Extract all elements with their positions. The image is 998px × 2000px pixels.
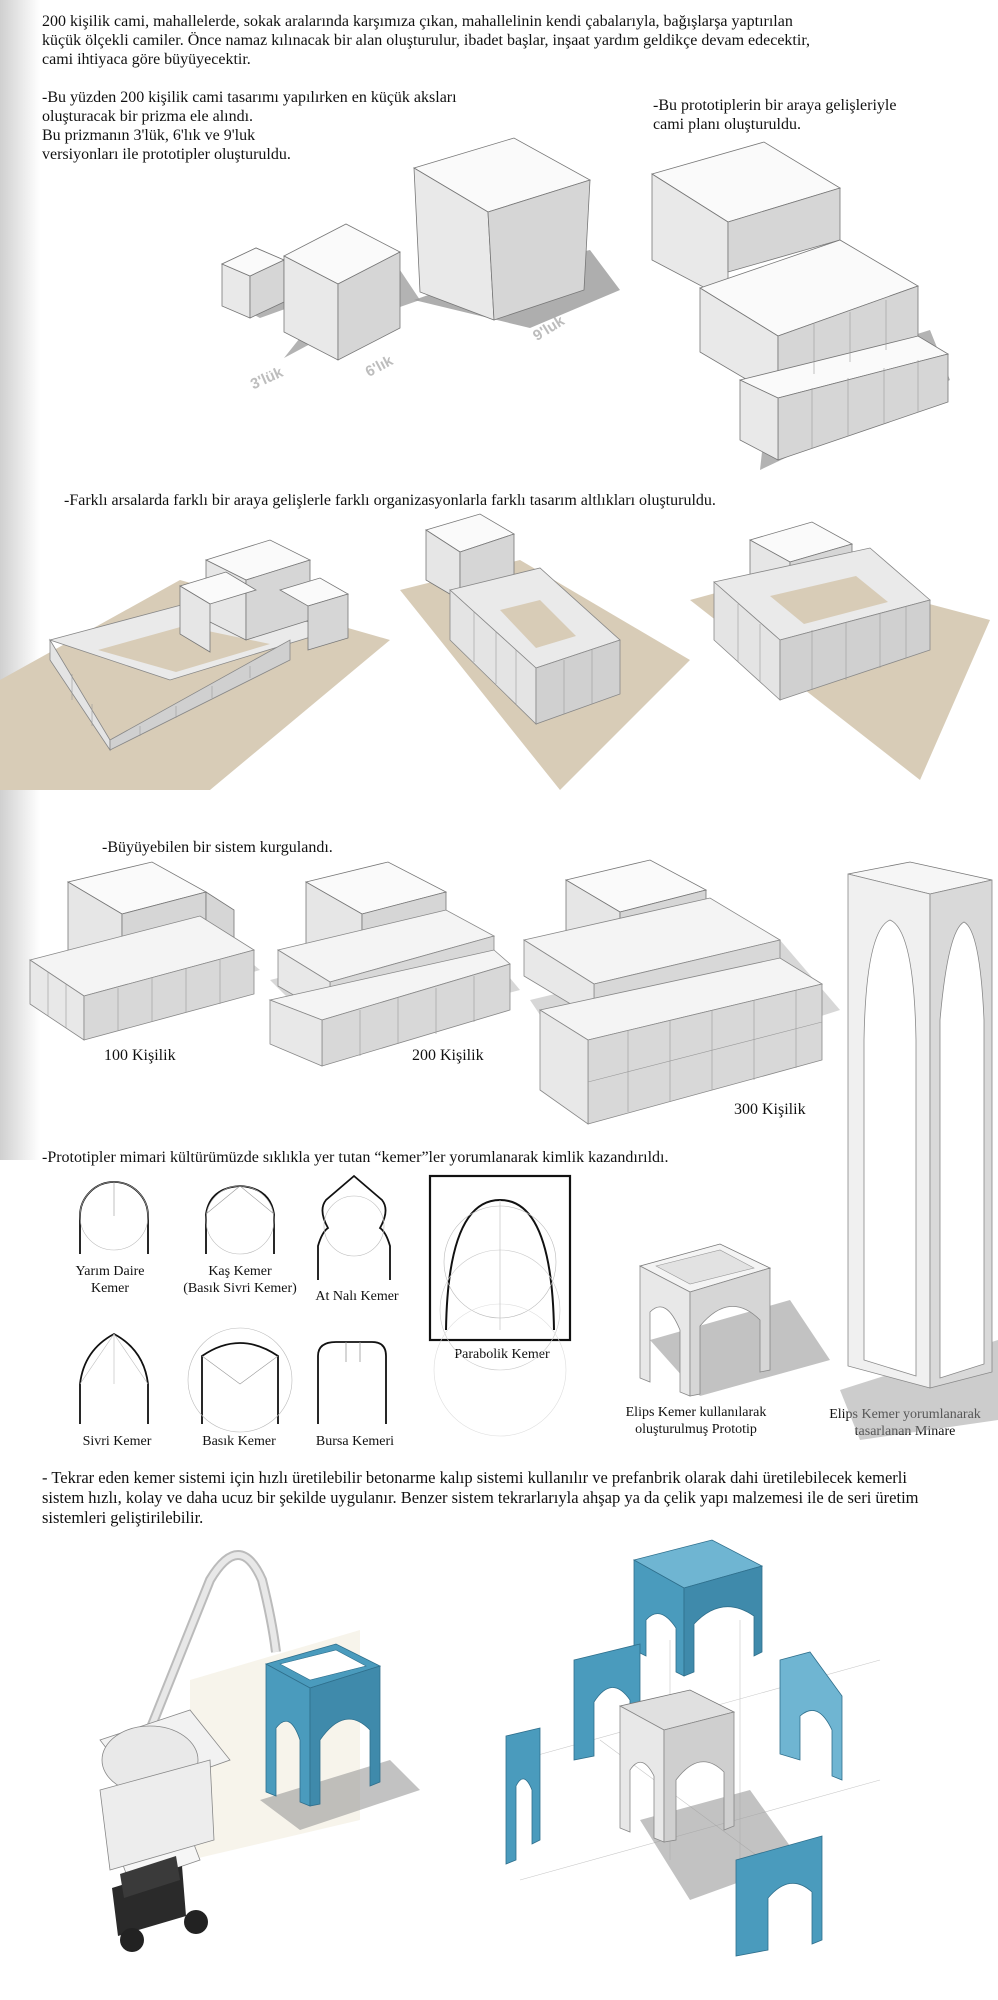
minaret-model: [840, 861, 998, 1440]
growth-model-100: [29, 861, 260, 1041]
caption-at-nali: At Nalı Kemer: [315, 1289, 399, 1304]
elips-prototype-model: [638, 1243, 830, 1397]
arch-at-nali: [317, 1174, 391, 1280]
caption-bursa: Bursa Kemeri: [315, 1434, 395, 1449]
arches-text: -Prototipler mimari kültürümüzde sıklıkl…: [42, 1149, 669, 1166]
combine-line-1: -Bu prototiplerin bir araya gelişleriyle: [653, 97, 897, 114]
prefab-line-1: - Tekrar eden kemer sistemi için hızlı ü…: [42, 1468, 907, 1487]
arch-basik: [187, 1327, 293, 1433]
arch-drawings: [79, 1174, 572, 1437]
site-layout-3: [690, 521, 990, 780]
prism-line-2: oluşturacak bir prizma ele alındı.: [42, 108, 254, 125]
intro-text: 200 kişilik cami, mahallelerde, sokak ar…: [42, 12, 810, 69]
combine-line-2: cami planı oluşturuldu.: [653, 116, 801, 133]
blue-formwork-unit: [260, 1643, 420, 1830]
caption-elips-prototip: Elips Kemer kullanılarak oluşturulmuş Pr…: [625, 1405, 767, 1437]
growth-model-200: [268, 861, 520, 1067]
prism-line-1: -Bu yüzden 200 kişilik cami tasarımı yap…: [42, 89, 457, 106]
caption-basik: Basık Kemer: [202, 1434, 276, 1449]
formwork-right-piece: [779, 1651, 843, 1781]
arch-yarim-daire: [79, 1181, 149, 1254]
growth-model-300: [522, 859, 840, 1125]
combine-text: -Bu prototiplerin bir araya gelişleriyle…: [653, 96, 896, 134]
arch-kas-kemer: [205, 1185, 275, 1255]
caption-sivri: Sivri Kemer: [82, 1434, 152, 1449]
arch-sivri: [79, 1332, 149, 1424]
growth-text: -Büyüyebilen bir sistem kurgulandı.: [102, 839, 333, 856]
site-layout-2: [400, 513, 690, 790]
intro-line-2: küçük ölçekli camiler. Önce namaz kılına…: [42, 32, 810, 49]
arch-parabolik: [428, 1174, 572, 1437]
prism-line-3: Bu prizmanın 3'lük, 6'lık ve 9'luk: [42, 127, 256, 144]
prefab-line-2: sistem hızlı, kolay ve daha ucuz bir şek…: [42, 1488, 919, 1507]
site-layout-1: [0, 539, 390, 790]
label-200: 200 Kişilik: [412, 1047, 484, 1064]
label-100: 100 Kişilik: [104, 1047, 176, 1064]
formwork-front-right-piece: [735, 1835, 823, 1957]
concrete-truck: [99, 1709, 231, 1952]
exploded-formwork-scene: [505, 1539, 881, 1957]
prism-6lik: [283, 223, 420, 361]
formwork-top-piece: [632, 1539, 764, 1677]
arch-bursa: [317, 1341, 387, 1424]
prism-9luk: [413, 137, 620, 328]
intro-line-1: 200 kişilik cami, mahallelerde, sokak ar…: [42, 13, 793, 30]
sites-text: -Farklı arsalarda farklı bir araya geliş…: [64, 492, 716, 509]
label-300: 300 Kişilik: [734, 1101, 806, 1118]
caption-parabolik: Parabolik Kemer: [454, 1347, 550, 1362]
intro-line-3: cami ihtiyaca göre büyüyecektir.: [42, 51, 251, 68]
caption-kas-kemer: Kaş Kemer (Basık Sivri Kemer): [183, 1264, 297, 1296]
prefab-line-3: sistemleri geliştirilebilir.: [42, 1508, 204, 1527]
prism-text: -Bu yüzden 200 kişilik cami tasarımı yap…: [42, 88, 457, 164]
prism-3luk: [221, 247, 310, 319]
concrete-truck-scene: [99, 1550, 420, 1952]
prism-line-4: versiyonları ile prototipler oluşturuldu…: [42, 146, 291, 163]
combined-plan-model: [651, 141, 950, 470]
caption-yarim-daire: Yarım Daire Kemer: [75, 1264, 145, 1296]
prefab-text: - Tekrar eden kemer sistemi için hızlı ü…: [42, 1468, 919, 1528]
formwork-front-left-piece: [505, 1727, 541, 1865]
